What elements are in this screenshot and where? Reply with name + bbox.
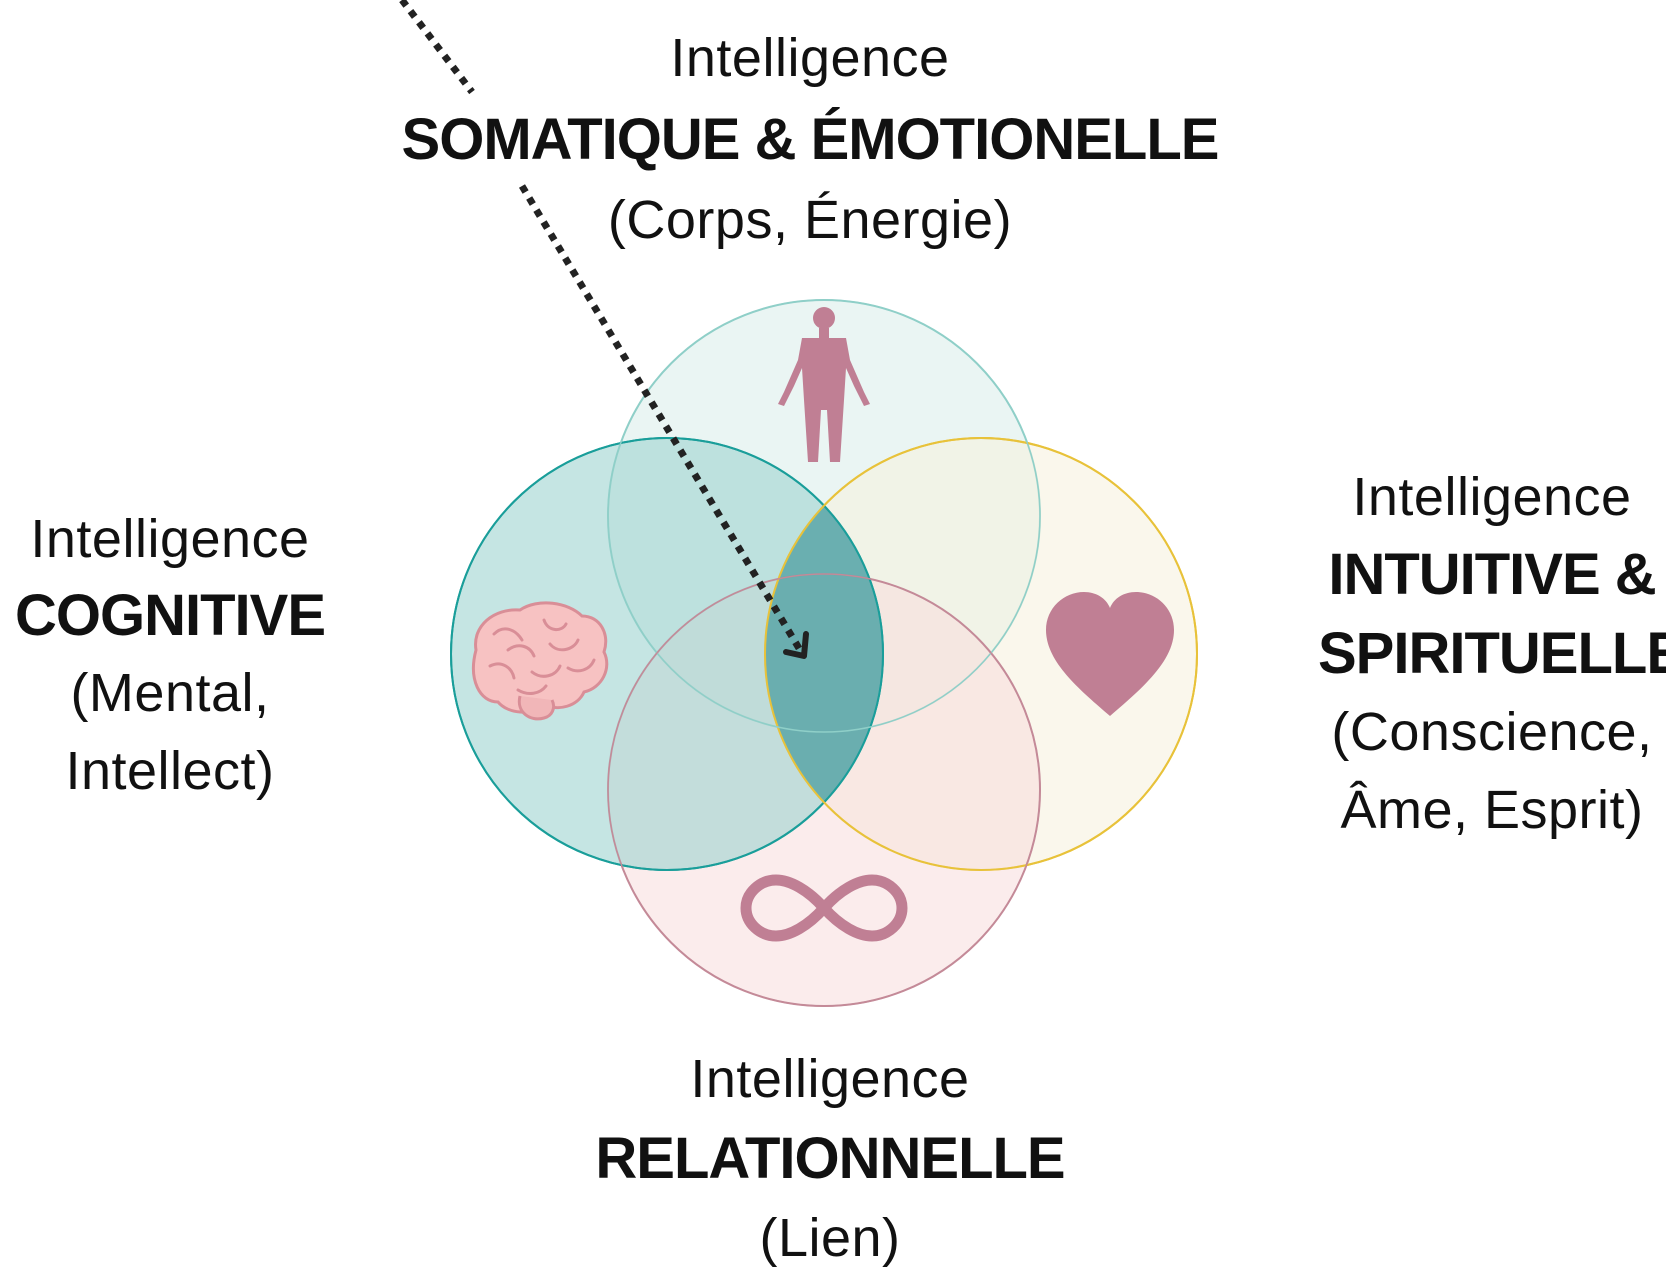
human-body-icon [778, 307, 870, 462]
label-somatique-subtitle: (Corps, Énergie) [607, 190, 1013, 251]
label-relationnelle-title: RELATIONNELLE [595, 1126, 1065, 1192]
label-relationnelle: Intelligence RELATIONNELLE (Lien) [560, 1040, 1100, 1278]
label-cognitive: Intelligence COGNITIVE (Mental, Intellec… [0, 500, 340, 810]
label-cognitive-title: COGNITIVE [14, 583, 326, 649]
label-relationnelle-subtitle: (Lien) [759, 1208, 901, 1269]
label-cognitive-prefix: Intelligence [30, 509, 310, 569]
label-intuitive-title-1: INTUITIVE & [1328, 542, 1656, 608]
label-intuitive-prefix: Intelligence [1352, 467, 1632, 527]
label-cognitive-subtitle-1: (Mental, [70, 662, 270, 723]
brain-icon [471, 601, 609, 721]
label-intuitive-subtitle-1: (Conscience, [1331, 701, 1653, 762]
label-intuitive: Intelligence INTUITIVE & SPIRITUELLE (Co… [1318, 458, 1666, 849]
infinity-icon [740, 874, 908, 942]
heart-icon [1046, 592, 1174, 716]
label-somatique: Intelligence SOMATIQUE & ÉMOTIONELLE (Co… [380, 18, 1240, 261]
label-cognitive-subtitle-2: Intellect) [65, 740, 275, 801]
label-intuitive-subtitle-2: Âme, Esprit) [1340, 780, 1644, 841]
label-somatique-title: SOMATIQUE & ÉMOTIONELLE [401, 107, 1220, 172]
label-somatique-prefix: Intelligence [670, 28, 950, 88]
label-relationnelle-prefix: Intelligence [690, 1049, 970, 1109]
label-intuitive-title-2: SPIRITUELLE [1318, 620, 1666, 686]
dotted-arrow [399, 0, 809, 659]
